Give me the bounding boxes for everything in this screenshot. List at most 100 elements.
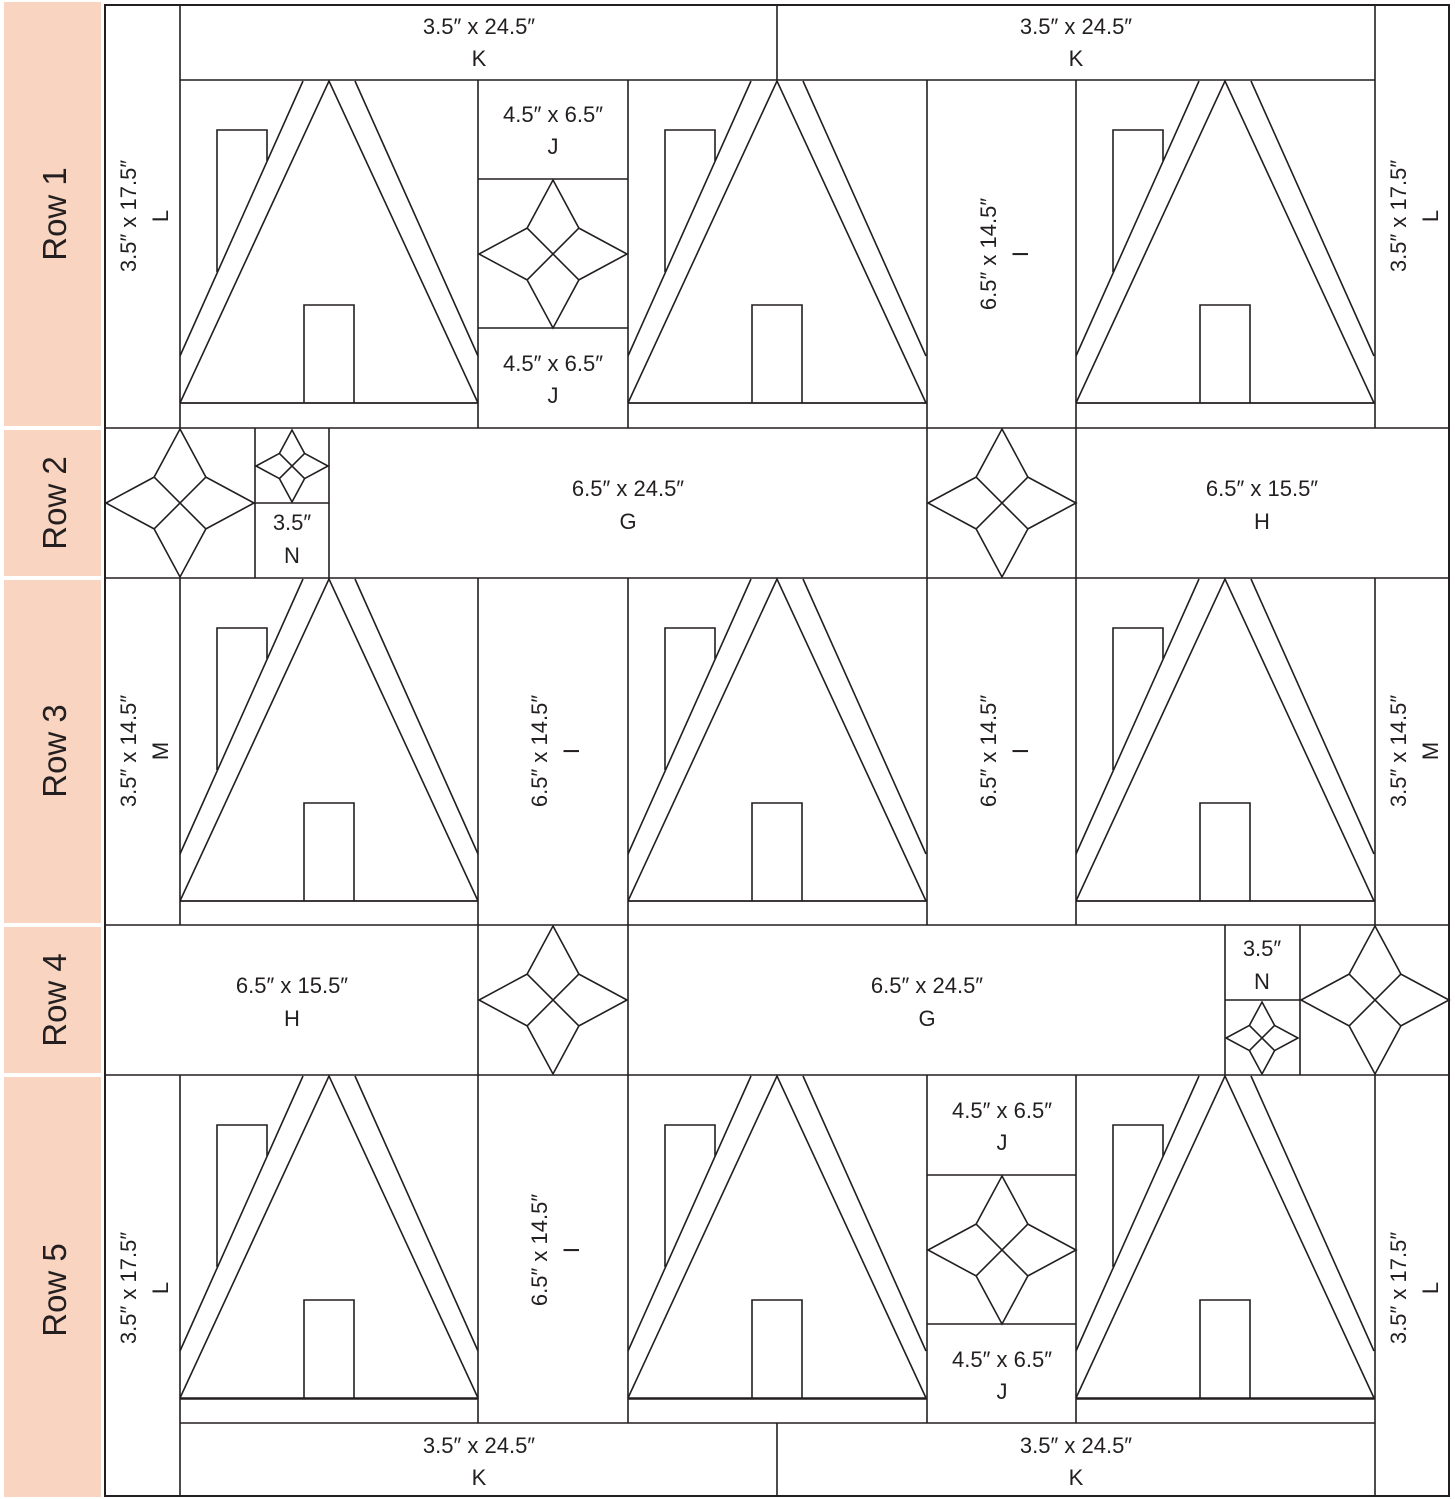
row-label-5: Row 5 bbox=[36, 1243, 73, 1337]
label-l-row1-right: 3.5″ x 17.5″ L bbox=[1386, 160, 1443, 272]
svg-text:L: L bbox=[1418, 1282, 1443, 1294]
svg-text:K: K bbox=[1069, 1465, 1084, 1490]
svg-text:3.5″ x 17.5″: 3.5″ x 17.5″ bbox=[116, 1232, 141, 1344]
svg-text:I: I bbox=[1008, 251, 1033, 257]
label-k-bottom-left: 3.5″ x 24.5″ K bbox=[423, 1433, 535, 1490]
label-i-row1: 6.5″ x 14.5″ I bbox=[976, 198, 1033, 310]
svg-text:3.5″ x 14.5″: 3.5″ x 14.5″ bbox=[116, 695, 141, 807]
label-h-row4: 6.5″ x 15.5″ H bbox=[236, 973, 348, 1031]
svg-text:J: J bbox=[997, 1379, 1008, 1404]
svg-text:I: I bbox=[559, 1247, 584, 1253]
house-block bbox=[180, 81, 478, 403]
row-label-3: Row 3 bbox=[36, 704, 73, 798]
svg-text:L: L bbox=[1418, 210, 1443, 222]
svg-text:3.5″: 3.5″ bbox=[1243, 936, 1282, 961]
svg-text:6.5″ x 15.5″: 6.5″ x 15.5″ bbox=[1206, 476, 1318, 501]
svg-text:L: L bbox=[148, 1282, 173, 1294]
label-k-top-left: 3.5″ x 24.5″ K bbox=[423, 14, 535, 71]
svg-text:K: K bbox=[472, 1465, 487, 1490]
star-block bbox=[928, 1176, 1076, 1324]
svg-text:6.5″ x 15.5″: 6.5″ x 15.5″ bbox=[236, 973, 348, 998]
svg-text:J: J bbox=[997, 1130, 1008, 1155]
svg-text:M: M bbox=[148, 742, 173, 760]
svg-text:4.5″ x 6.5″: 4.5″ x 6.5″ bbox=[952, 1098, 1052, 1123]
svg-text:6.5″ x 14.5″: 6.5″ x 14.5″ bbox=[976, 198, 1001, 310]
row-label-1: Row 1 bbox=[36, 167, 73, 261]
star-block bbox=[1226, 1002, 1298, 1074]
svg-text:3.5″ x 24.5″: 3.5″ x 24.5″ bbox=[423, 14, 535, 39]
house-base-lines bbox=[180, 403, 1375, 1399]
svg-text:3.5″: 3.5″ bbox=[273, 510, 312, 535]
label-n-row2: 3.5″ N bbox=[273, 510, 312, 568]
svg-text:3.5″ x 24.5″: 3.5″ x 24.5″ bbox=[423, 1433, 535, 1458]
svg-text:4.5″ x 6.5″: 4.5″ x 6.5″ bbox=[952, 1347, 1052, 1372]
house-block bbox=[628, 579, 926, 901]
star-block bbox=[479, 926, 627, 1074]
svg-text:J: J bbox=[548, 383, 559, 408]
star-block bbox=[106, 429, 254, 577]
label-l-row5-right: 3.5″ x 17.5″ L bbox=[1386, 1232, 1443, 1344]
house-block bbox=[628, 81, 926, 403]
label-l-row1-left: 3.5″ x 17.5″ L bbox=[116, 160, 173, 272]
svg-text:3.5″ x 17.5″: 3.5″ x 17.5″ bbox=[1386, 1232, 1411, 1344]
house-blocks bbox=[180, 81, 1375, 1399]
label-k-top-right: 3.5″ x 24.5″ K bbox=[1020, 14, 1132, 71]
label-k-bottom-right: 3.5″ x 24.5″ K bbox=[1020, 1433, 1132, 1490]
svg-text:J: J bbox=[548, 134, 559, 159]
label-i-row3-b: 6.5″ x 14.5″ I bbox=[976, 695, 1033, 807]
star-block bbox=[1301, 926, 1449, 1074]
piece-labels: 3.5″ x 24.5″ K 3.5″ x 24.5″ K 3.5″ x 17.… bbox=[116, 14, 1443, 1490]
house-block bbox=[180, 1076, 478, 1398]
svg-text:G: G bbox=[619, 509, 636, 534]
svg-text:6.5″ x 14.5″: 6.5″ x 14.5″ bbox=[527, 695, 552, 807]
svg-text:3.5″ x 17.5″: 3.5″ x 17.5″ bbox=[1386, 160, 1411, 272]
label-h-row2: 6.5″ x 15.5″ H bbox=[1206, 476, 1318, 534]
star-blocks bbox=[106, 180, 1449, 1324]
star-block bbox=[256, 430, 328, 502]
label-g-row4: 6.5″ x 24.5″ G bbox=[871, 973, 983, 1031]
quilt-border bbox=[105, 5, 1449, 1496]
label-l-row5-left: 3.5″ x 17.5″ L bbox=[116, 1232, 173, 1344]
row1-grid bbox=[180, 5, 1375, 428]
svg-text:H: H bbox=[1254, 509, 1270, 534]
row2-grid bbox=[255, 428, 1076, 578]
svg-text:3.5″ x 14.5″: 3.5″ x 14.5″ bbox=[1386, 695, 1411, 807]
label-j-row1-bottom: 4.5″ x 6.5″ J bbox=[503, 351, 603, 408]
svg-text:N: N bbox=[1254, 969, 1270, 994]
row-label-column: Row 1 Row 2 Row 3 Row 4 Row 5 bbox=[4, 2, 101, 1497]
svg-text:4.5″ x 6.5″: 4.5″ x 6.5″ bbox=[503, 102, 603, 127]
svg-text:I: I bbox=[1008, 748, 1033, 754]
label-i-row3-a: 6.5″ x 14.5″ I bbox=[527, 695, 584, 807]
label-i-row5: 6.5″ x 14.5″ I bbox=[527, 1194, 584, 1306]
star-block bbox=[479, 180, 627, 328]
svg-text:3.5″ x 24.5″: 3.5″ x 24.5″ bbox=[1020, 1433, 1132, 1458]
svg-text:H: H bbox=[284, 1006, 300, 1031]
row-label-4: Row 4 bbox=[36, 953, 73, 1047]
svg-text:G: G bbox=[918, 1006, 935, 1031]
label-j-row1-top: 4.5″ x 6.5″ J bbox=[503, 102, 603, 159]
label-j-row5-top: 4.5″ x 6.5″ J bbox=[952, 1098, 1052, 1155]
row-label-2: Row 2 bbox=[36, 456, 73, 550]
quilt-grid bbox=[105, 5, 1449, 1496]
house-block bbox=[180, 579, 478, 901]
house-block bbox=[1076, 579, 1374, 901]
svg-text:K: K bbox=[1069, 46, 1084, 71]
svg-text:N: N bbox=[284, 543, 300, 568]
svg-text:L: L bbox=[148, 210, 173, 222]
svg-text:6.5″ x 24.5″: 6.5″ x 24.5″ bbox=[871, 973, 983, 998]
svg-text:3.5″ x 24.5″: 3.5″ x 24.5″ bbox=[1020, 14, 1132, 39]
svg-text:6.5″ x 14.5″: 6.5″ x 14.5″ bbox=[976, 695, 1001, 807]
svg-text:M: M bbox=[1418, 742, 1443, 760]
label-j-row5-bottom: 4.5″ x 6.5″ J bbox=[952, 1347, 1052, 1404]
label-g-row2: 6.5″ x 24.5″ G bbox=[572, 476, 684, 534]
label-m-row3-left: 3.5″ x 14.5″ M bbox=[116, 695, 173, 807]
svg-text:K: K bbox=[472, 46, 487, 71]
row3-grid bbox=[180, 578, 1375, 925]
svg-text:I: I bbox=[559, 748, 584, 754]
svg-text:6.5″ x 24.5″: 6.5″ x 24.5″ bbox=[572, 476, 684, 501]
label-m-row3-right: 3.5″ x 14.5″ M bbox=[1386, 695, 1443, 807]
svg-text:4.5″ x 6.5″: 4.5″ x 6.5″ bbox=[503, 351, 603, 376]
label-n-row4: 3.5″ N bbox=[1243, 936, 1282, 994]
house-block bbox=[1076, 81, 1374, 403]
